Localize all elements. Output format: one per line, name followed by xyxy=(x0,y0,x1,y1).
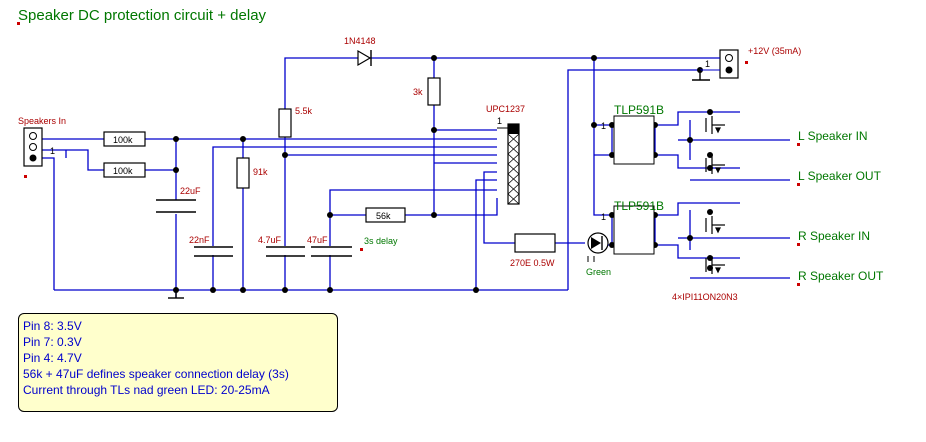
resistor-91k xyxy=(236,157,250,189)
mosfet-1 xyxy=(705,116,725,134)
tlp-bottom-label: TLP591B xyxy=(614,199,664,213)
delay-marker xyxy=(360,248,363,251)
note-line-5: Current through TLs nad green LED: 20-25… xyxy=(23,383,270,397)
tlp591b-top xyxy=(613,115,655,165)
mosfet-label: 4×IPI11ON20N3 xyxy=(672,292,738,302)
r100k-top-label: 100k xyxy=(113,135,133,145)
c22uf-label: 22uF xyxy=(180,186,201,196)
l-speaker-in-label: L Speaker IN xyxy=(798,129,868,143)
capacitor-47uf xyxy=(311,246,352,257)
tlp-top-label: TLP591B xyxy=(614,103,664,117)
diode-1n4148 xyxy=(357,49,372,67)
mosfet-3 xyxy=(705,216,725,234)
r-speaker-in-label: R Speaker IN xyxy=(798,229,870,243)
led-label: Green xyxy=(586,267,611,277)
r-speaker-out-label: R Speaker OUT xyxy=(798,269,884,283)
mosfet-group xyxy=(705,116,725,274)
l-speaker-out-label: L Speaker OUT xyxy=(798,169,882,183)
tlp-top-pin: 1 xyxy=(601,121,606,131)
capacitor-4u7 xyxy=(266,246,305,257)
notes-box: Pin 8: 3.5V Pin 7: 0.3V Pin 4: 4.7V 56k … xyxy=(18,313,338,412)
l-out-marker xyxy=(797,183,800,186)
mosfet-2 xyxy=(705,156,725,174)
c47uf-label: 47uF xyxy=(307,235,328,245)
tlp591b-bottom xyxy=(613,205,655,255)
delay-label: 3s delay xyxy=(364,236,398,246)
supply-label: +12V (35mA) xyxy=(748,46,801,56)
c22nf-label: 22nF xyxy=(189,235,210,245)
resistor-5k5 xyxy=(278,108,292,138)
r-in-marker xyxy=(797,243,800,246)
title-marker xyxy=(17,22,20,25)
r270-label: 270E 0.5W xyxy=(510,258,555,268)
speakers-in-connector xyxy=(23,127,43,167)
resistor-100k-bottom xyxy=(103,162,146,178)
power-connector xyxy=(700,49,739,79)
green-led xyxy=(587,232,609,262)
capacitor-22uf xyxy=(156,199,196,213)
tlp-bottom-pin: 1 xyxy=(601,212,606,222)
ic-upc1237 xyxy=(497,123,520,205)
r56k-label: 56k xyxy=(376,211,391,221)
c4u7-label: 4.7uF xyxy=(258,235,282,245)
diode-label: 1N4148 xyxy=(344,36,376,46)
resistor-56k xyxy=(365,207,406,223)
supply-pin-label: 1 xyxy=(705,59,710,69)
ground-symbols xyxy=(168,70,710,299)
r91k-label: 91k xyxy=(253,167,268,177)
r-out-marker xyxy=(797,283,800,286)
supply-marker xyxy=(745,61,748,64)
note-line-4: 56k + 47uF defines speaker connection de… xyxy=(23,367,289,381)
resistor-100k-top xyxy=(103,131,146,147)
speakers-in-label: Speakers In xyxy=(18,116,66,126)
mosfet-4 xyxy=(705,256,725,274)
l-in-marker xyxy=(797,143,800,146)
ic-label: UPC1237 xyxy=(486,104,525,114)
note-line-3: Pin 4: 4.7V xyxy=(23,351,82,365)
schematic-title: Speaker DC protection circuit + delay xyxy=(18,7,267,24)
resistor-270 xyxy=(514,233,556,253)
connector-marker xyxy=(24,175,27,178)
note-line-1: Pin 8: 3.5V xyxy=(23,319,82,333)
capacitor-22nf xyxy=(194,246,233,257)
r3k-label: 3k xyxy=(413,87,423,97)
r5k5-label: 5.5k xyxy=(295,106,313,116)
resistor-3k xyxy=(427,77,441,106)
input-pin-label: 1 xyxy=(50,146,55,156)
note-line-2: Pin 7: 0.3V xyxy=(23,335,82,349)
ic-pin-label: 1 xyxy=(497,116,502,126)
r100k-bottom-label: 100k xyxy=(113,166,133,176)
